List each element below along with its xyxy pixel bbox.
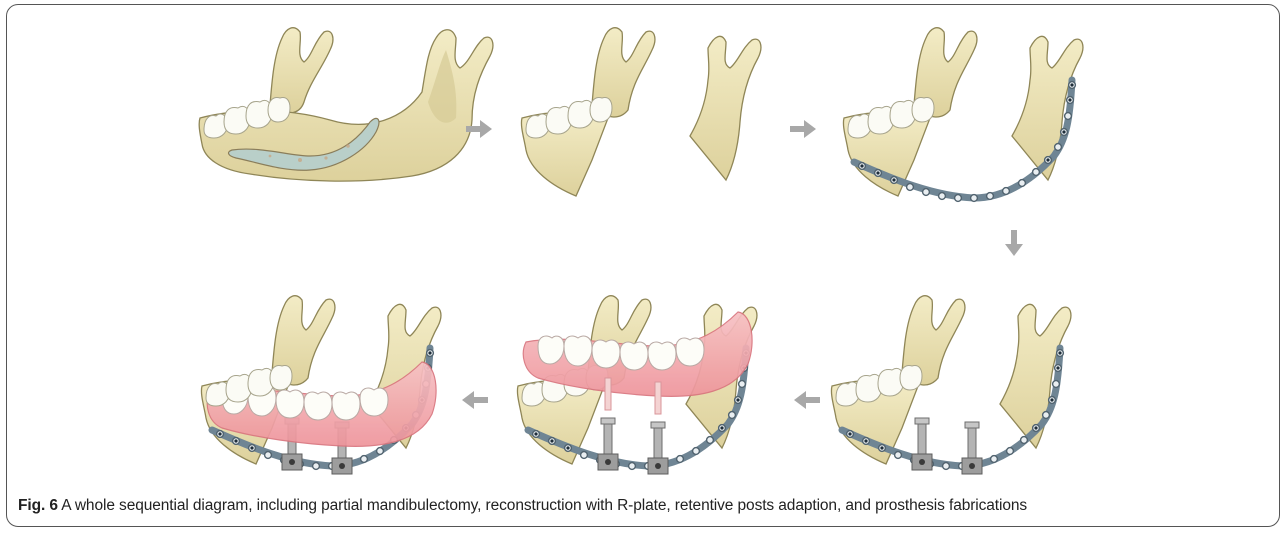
diagram-stage	[0, 0, 1288, 500]
panel-prosthesis-placement	[517, 296, 756, 474]
arrow-left-icon	[462, 391, 488, 409]
arrow-left-icon	[794, 391, 820, 409]
panel-reconstruction-with-r-plate	[843, 28, 1082, 202]
figure-caption-text: A whole sequential diagram, including pa…	[61, 497, 1027, 514]
panel-intact-mandible-with-lesion	[199, 28, 493, 181]
figure-caption: Fig. 6 A whole sequential diagram, inclu…	[18, 497, 1027, 515]
figure-label: Fig. 6	[18, 497, 58, 514]
panel-prosthesis-fabrication-final	[201, 296, 440, 474]
panel-partial-mandibulectomy	[521, 28, 760, 196]
arrow-down-icon	[1005, 230, 1023, 256]
panel-retentive-posts-adaption	[831, 296, 1070, 474]
arrow-right-icon	[790, 120, 816, 138]
